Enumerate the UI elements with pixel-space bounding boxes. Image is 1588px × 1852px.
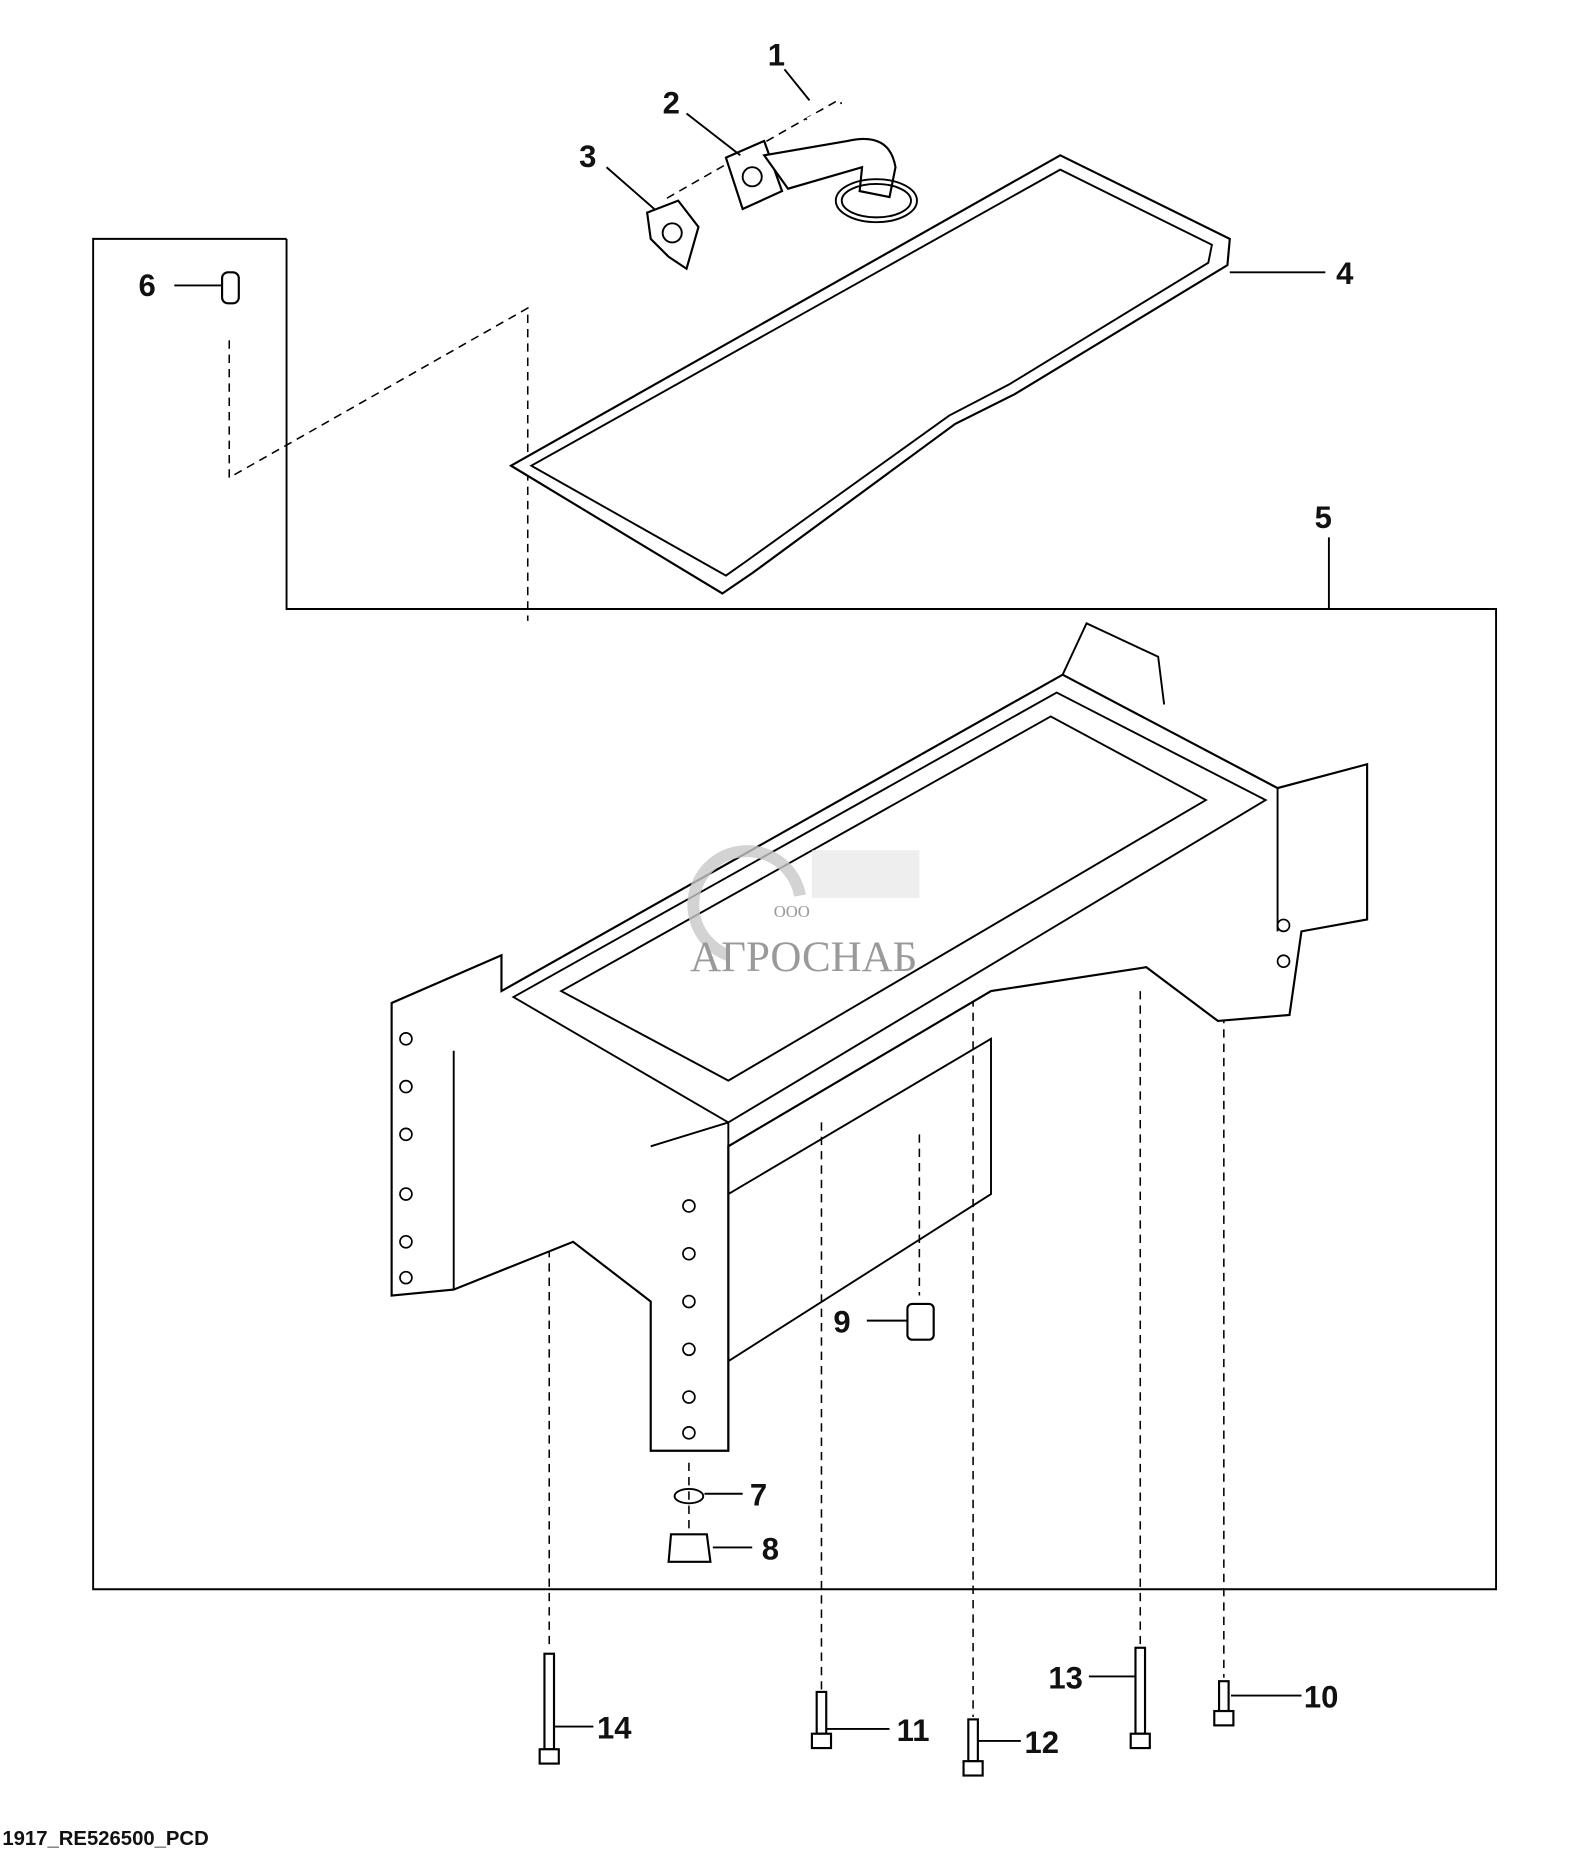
part-6-dowel: [221, 271, 240, 305]
watermark-name: АГРОСНАБ: [690, 934, 917, 981]
part-12-bolt: [962, 1718, 984, 1777]
part-9-bushing: [906, 1302, 935, 1341]
callout-5: 5: [1315, 500, 1332, 535]
part-5-oil-pan: [390, 622, 1369, 1452]
part-11-bolt: [810, 1690, 833, 1750]
watermark-logo: ООО АГРОСНАБ: [687, 845, 920, 981]
part-8-drain-plug: [667, 1533, 712, 1563]
callout-11: 11: [897, 1713, 930, 1748]
part-2-suction-pipe: [724, 137, 918, 224]
callout-labels: 1 2 3 4 5 6 7 8 9 10 11 12 13 14: [139, 38, 1355, 1760]
callout-3: 3: [579, 139, 596, 174]
callout-13: 13: [1048, 1660, 1083, 1695]
callout-4: 4: [1336, 256, 1354, 291]
part-7-o-ring: [673, 1488, 705, 1505]
callout-10: 10: [1304, 1679, 1339, 1714]
group-frame: [92, 237, 1498, 1591]
callout-12: 12: [1024, 1725, 1059, 1760]
bolts: [538, 1646, 1235, 1777]
footer-code: 1917_RE526500_PCD: [2, 1828, 208, 1850]
part-3-gasket: [645, 199, 700, 271]
part-10-bolt: [1213, 1680, 1235, 1727]
watermark-prefix: ООО: [774, 902, 810, 921]
callout-1: 1: [768, 38, 785, 73]
callout-14: 14: [597, 1711, 632, 1746]
callout-6: 6: [139, 268, 156, 303]
callout-7: 7: [750, 1478, 767, 1513]
part-14-bolt: [538, 1652, 560, 1765]
callout-2: 2: [663, 85, 680, 120]
part-13-bolt: [1129, 1646, 1151, 1750]
part-4-pan-gasket: [508, 154, 1231, 595]
mounting-holes: [399, 918, 1291, 1440]
leader-lines: [174, 68, 1326, 1742]
callout-8: 8: [762, 1531, 779, 1566]
part-1-bolt: [805, 101, 843, 122]
callout-9: 9: [833, 1305, 850, 1340]
